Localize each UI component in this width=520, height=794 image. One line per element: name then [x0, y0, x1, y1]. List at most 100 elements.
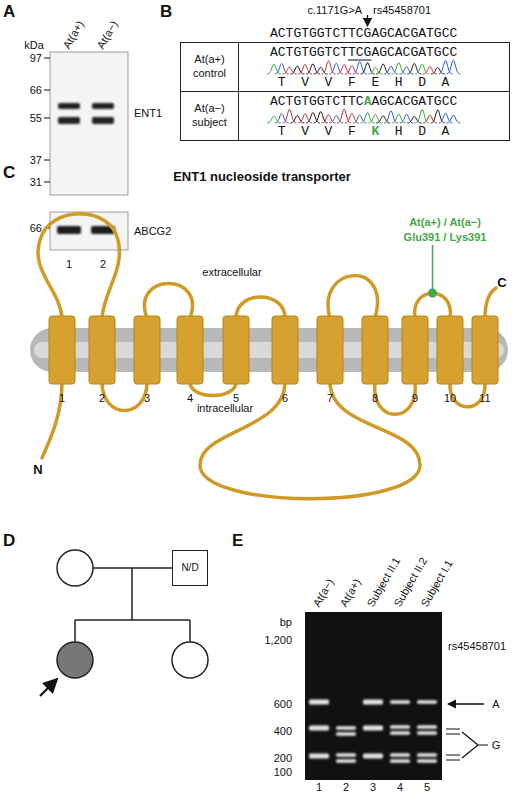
size-marker: 100	[274, 767, 292, 778]
mw-marker: 66	[30, 223, 42, 234]
trace-peak	[353, 62, 367, 74]
pedigree	[40, 550, 208, 696]
lane-label: At(a+)	[61, 19, 86, 51]
panel-letter: C	[3, 164, 15, 181]
sequence-row: At(a−) subject ACTGTGGTCTTCAAGCACGATGCC T …	[180, 91, 510, 141]
gel-band	[417, 753, 437, 757]
trace-peak	[361, 113, 375, 123]
protein-name: ABCG2	[134, 226, 171, 237]
transmembrane-helix	[49, 316, 75, 384]
sibship-line	[75, 619, 190, 621]
blot-band	[58, 103, 80, 109]
trace-peak	[446, 115, 460, 123]
marker-ticks	[44, 58, 50, 228]
lane-number: 5	[424, 782, 430, 793]
gel-band	[336, 732, 356, 736]
intracellular-loop	[200, 382, 420, 499]
mw-marker: 66	[30, 85, 42, 96]
sample-label-group: At(a−) subject	[181, 92, 239, 140]
gel-band	[390, 700, 410, 704]
transmembrane-helix	[89, 316, 115, 384]
trace-peak	[439, 113, 453, 123]
extracellular-loop	[38, 214, 119, 318]
helices	[49, 316, 498, 384]
amino-acid-sequence: T V V F	[278, 124, 356, 139]
trace-peak	[329, 63, 343, 74]
extracellular-loop	[145, 284, 193, 319]
gel-band	[417, 700, 437, 704]
dna-sequence: ACTGTGGTCTTCGAGCACGATGCC	[270, 45, 457, 60]
transmembrane-helix	[134, 316, 160, 384]
female-symbol	[57, 550, 93, 586]
agarose-gel	[305, 612, 442, 780]
lane-number: 1	[316, 782, 322, 793]
lane-number: 2	[343, 782, 349, 793]
status-text: N/D	[181, 563, 198, 573]
dna-sequence: AGCACGATGCC	[371, 94, 457, 109]
gel-band	[390, 725, 410, 729]
intracellular-loop	[102, 382, 147, 411]
mw-marker: 31	[30, 177, 42, 188]
protein-name: ENT1	[134, 108, 162, 119]
trace-peak	[306, 64, 320, 74]
gel-band	[363, 754, 383, 759]
transmembrane-helix	[272, 316, 298, 384]
blot-band	[57, 226, 81, 234]
blot-membrane	[50, 52, 128, 195]
amino-acid-sequence-group: T V V F E H D A	[270, 76, 449, 89]
trace-peak	[337, 65, 351, 74]
gel-band	[336, 753, 356, 757]
transmembrane-helix	[177, 316, 203, 384]
transmembrane-helix	[223, 316, 249, 384]
trace-peak	[431, 110, 445, 123]
gel-band	[363, 726, 383, 731]
lane-label: At(a+)	[338, 577, 363, 609]
gel-band	[363, 700, 383, 705]
variant-label: At(a+) / At(a−)	[409, 217, 481, 228]
allele-label: A	[492, 699, 499, 710]
lane-label: At(a−)	[95, 19, 120, 51]
blot-band	[58, 117, 80, 124]
gel-bands	[309, 700, 437, 763]
dna-sequence: ACTGTGGTCTTC	[270, 94, 364, 109]
gel-band	[390, 759, 410, 763]
trace-peak	[322, 61, 336, 74]
extracellular-loop	[328, 276, 377, 318]
gel-band	[309, 700, 329, 705]
allele-arrow	[448, 703, 484, 704]
helix-number: 10	[444, 393, 456, 404]
figure-title: ENT1 nucleoside transporter	[173, 170, 351, 183]
trace-peak	[345, 113, 359, 123]
trace-peak	[384, 111, 398, 123]
sample-label: At(a+) control	[183, 53, 236, 81]
blot-band	[92, 103, 114, 109]
helix-number: 5	[233, 393, 239, 404]
dna-sequence-group: ACTGTGGTCTTCGAGCACGATGCC	[270, 46, 457, 59]
c-terminus	[485, 288, 496, 318]
size-marker: 600	[274, 699, 292, 710]
axis-unit: bp	[280, 617, 292, 628]
gel-band	[336, 726, 356, 730]
trace-peak	[400, 114, 414, 123]
dna-sequence-group: ACTGTGGTCTTCAAGCACGATGCC	[270, 95, 457, 108]
trace-peak	[275, 64, 289, 74]
helix-number: 7	[327, 393, 333, 404]
size-marker: 400	[274, 726, 292, 737]
mutation-name: c.1171G>A	[307, 5, 362, 16]
affected-female-symbol	[57, 642, 93, 678]
gel-band	[309, 726, 329, 731]
variant-id: rs45458701	[448, 641, 506, 652]
descent-line	[131, 568, 133, 620]
gel-band	[417, 725, 437, 729]
trace-peak	[423, 67, 437, 74]
gel-band	[417, 759, 437, 763]
descent-line	[74, 620, 76, 642]
dna-sequence: A	[364, 94, 372, 109]
female-symbol	[172, 642, 208, 678]
status-text-group: N/D	[173, 551, 207, 585]
sample-label-group: At(a+) control	[181, 43, 239, 91]
trace-peak	[392, 63, 406, 74]
sample-label: At(a−) subject	[183, 102, 236, 130]
dna-sequence: ACTGTGGTCTTCGAGCACGATGCC	[270, 27, 457, 40]
